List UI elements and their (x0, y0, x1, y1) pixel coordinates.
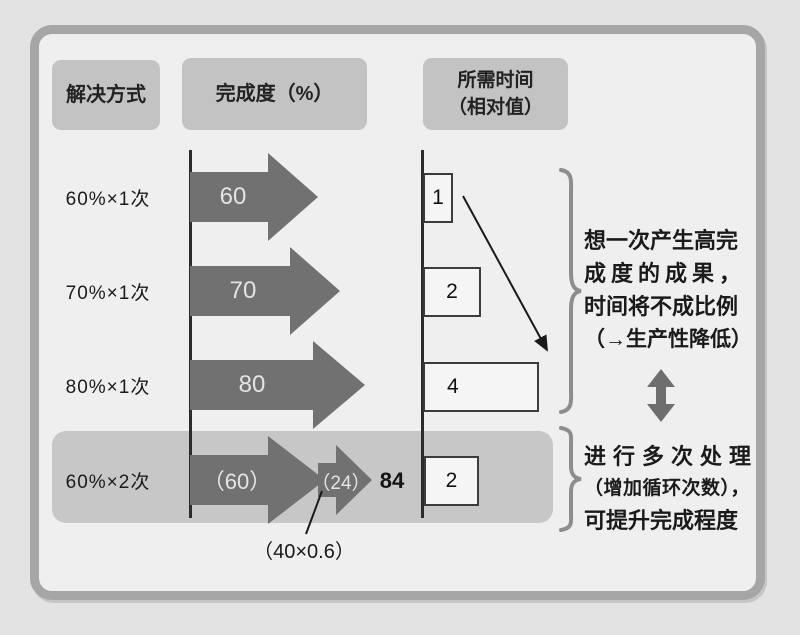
completion-value: 70 (229, 277, 257, 304)
note-line: 想一次产生高完 (584, 228, 739, 253)
header-time-label-line2: （相对值） (447, 97, 543, 118)
header-time-label-line1: 所需时间 (457, 70, 534, 91)
note-single-pass: 想一次产生高完 成度的成果， 时间将不成比例 （→生产性降低） (584, 224, 766, 356)
note-line: （增加循环次数）， (584, 478, 751, 499)
time-bar: 2 (424, 456, 479, 506)
note-multi-pass: 进行多次处理 （增加循环次数）， 可提升完成程度 (584, 441, 766, 537)
time-value: 2 (446, 280, 458, 303)
note-line: （→生产性降低） (584, 328, 752, 351)
time-bar: 4 (423, 362, 539, 412)
note-line: 可提升完成程度 (584, 508, 739, 533)
time-bar: 1 (423, 173, 453, 223)
completion-value: 80 (238, 371, 266, 398)
time-bar: 2 (423, 267, 481, 317)
header-method: 解决方式 (52, 60, 160, 130)
time-value: 2 (445, 469, 458, 492)
row-label: 70%×1次 (65, 282, 151, 304)
time-value: 4 (447, 375, 459, 398)
row-label: 60%×1次 (65, 188, 151, 210)
callout-formula: （40×0.6） (253, 540, 355, 563)
header-time: 所需时间 （相对值） (423, 58, 568, 130)
completion-value-second-pass: （24） (311, 472, 371, 494)
row-label: 60%×2次 (65, 471, 151, 493)
note-line: 进行多次处理 (584, 444, 759, 469)
row-label: 80%×1次 (65, 376, 151, 398)
completion-total: 84 (379, 468, 405, 493)
header-method-label: 解决方式 (66, 83, 146, 106)
time-value: 1 (432, 186, 444, 209)
header-completion-label: 完成度（%） (215, 82, 334, 105)
completion-value-first-pass: （60） (202, 469, 272, 494)
header-completion: 完成度（%） (182, 58, 367, 130)
note-line: 时间将不成比例 (584, 294, 739, 319)
note-line: 成度的成果， (584, 261, 747, 286)
completion-value: 60 (219, 183, 247, 210)
